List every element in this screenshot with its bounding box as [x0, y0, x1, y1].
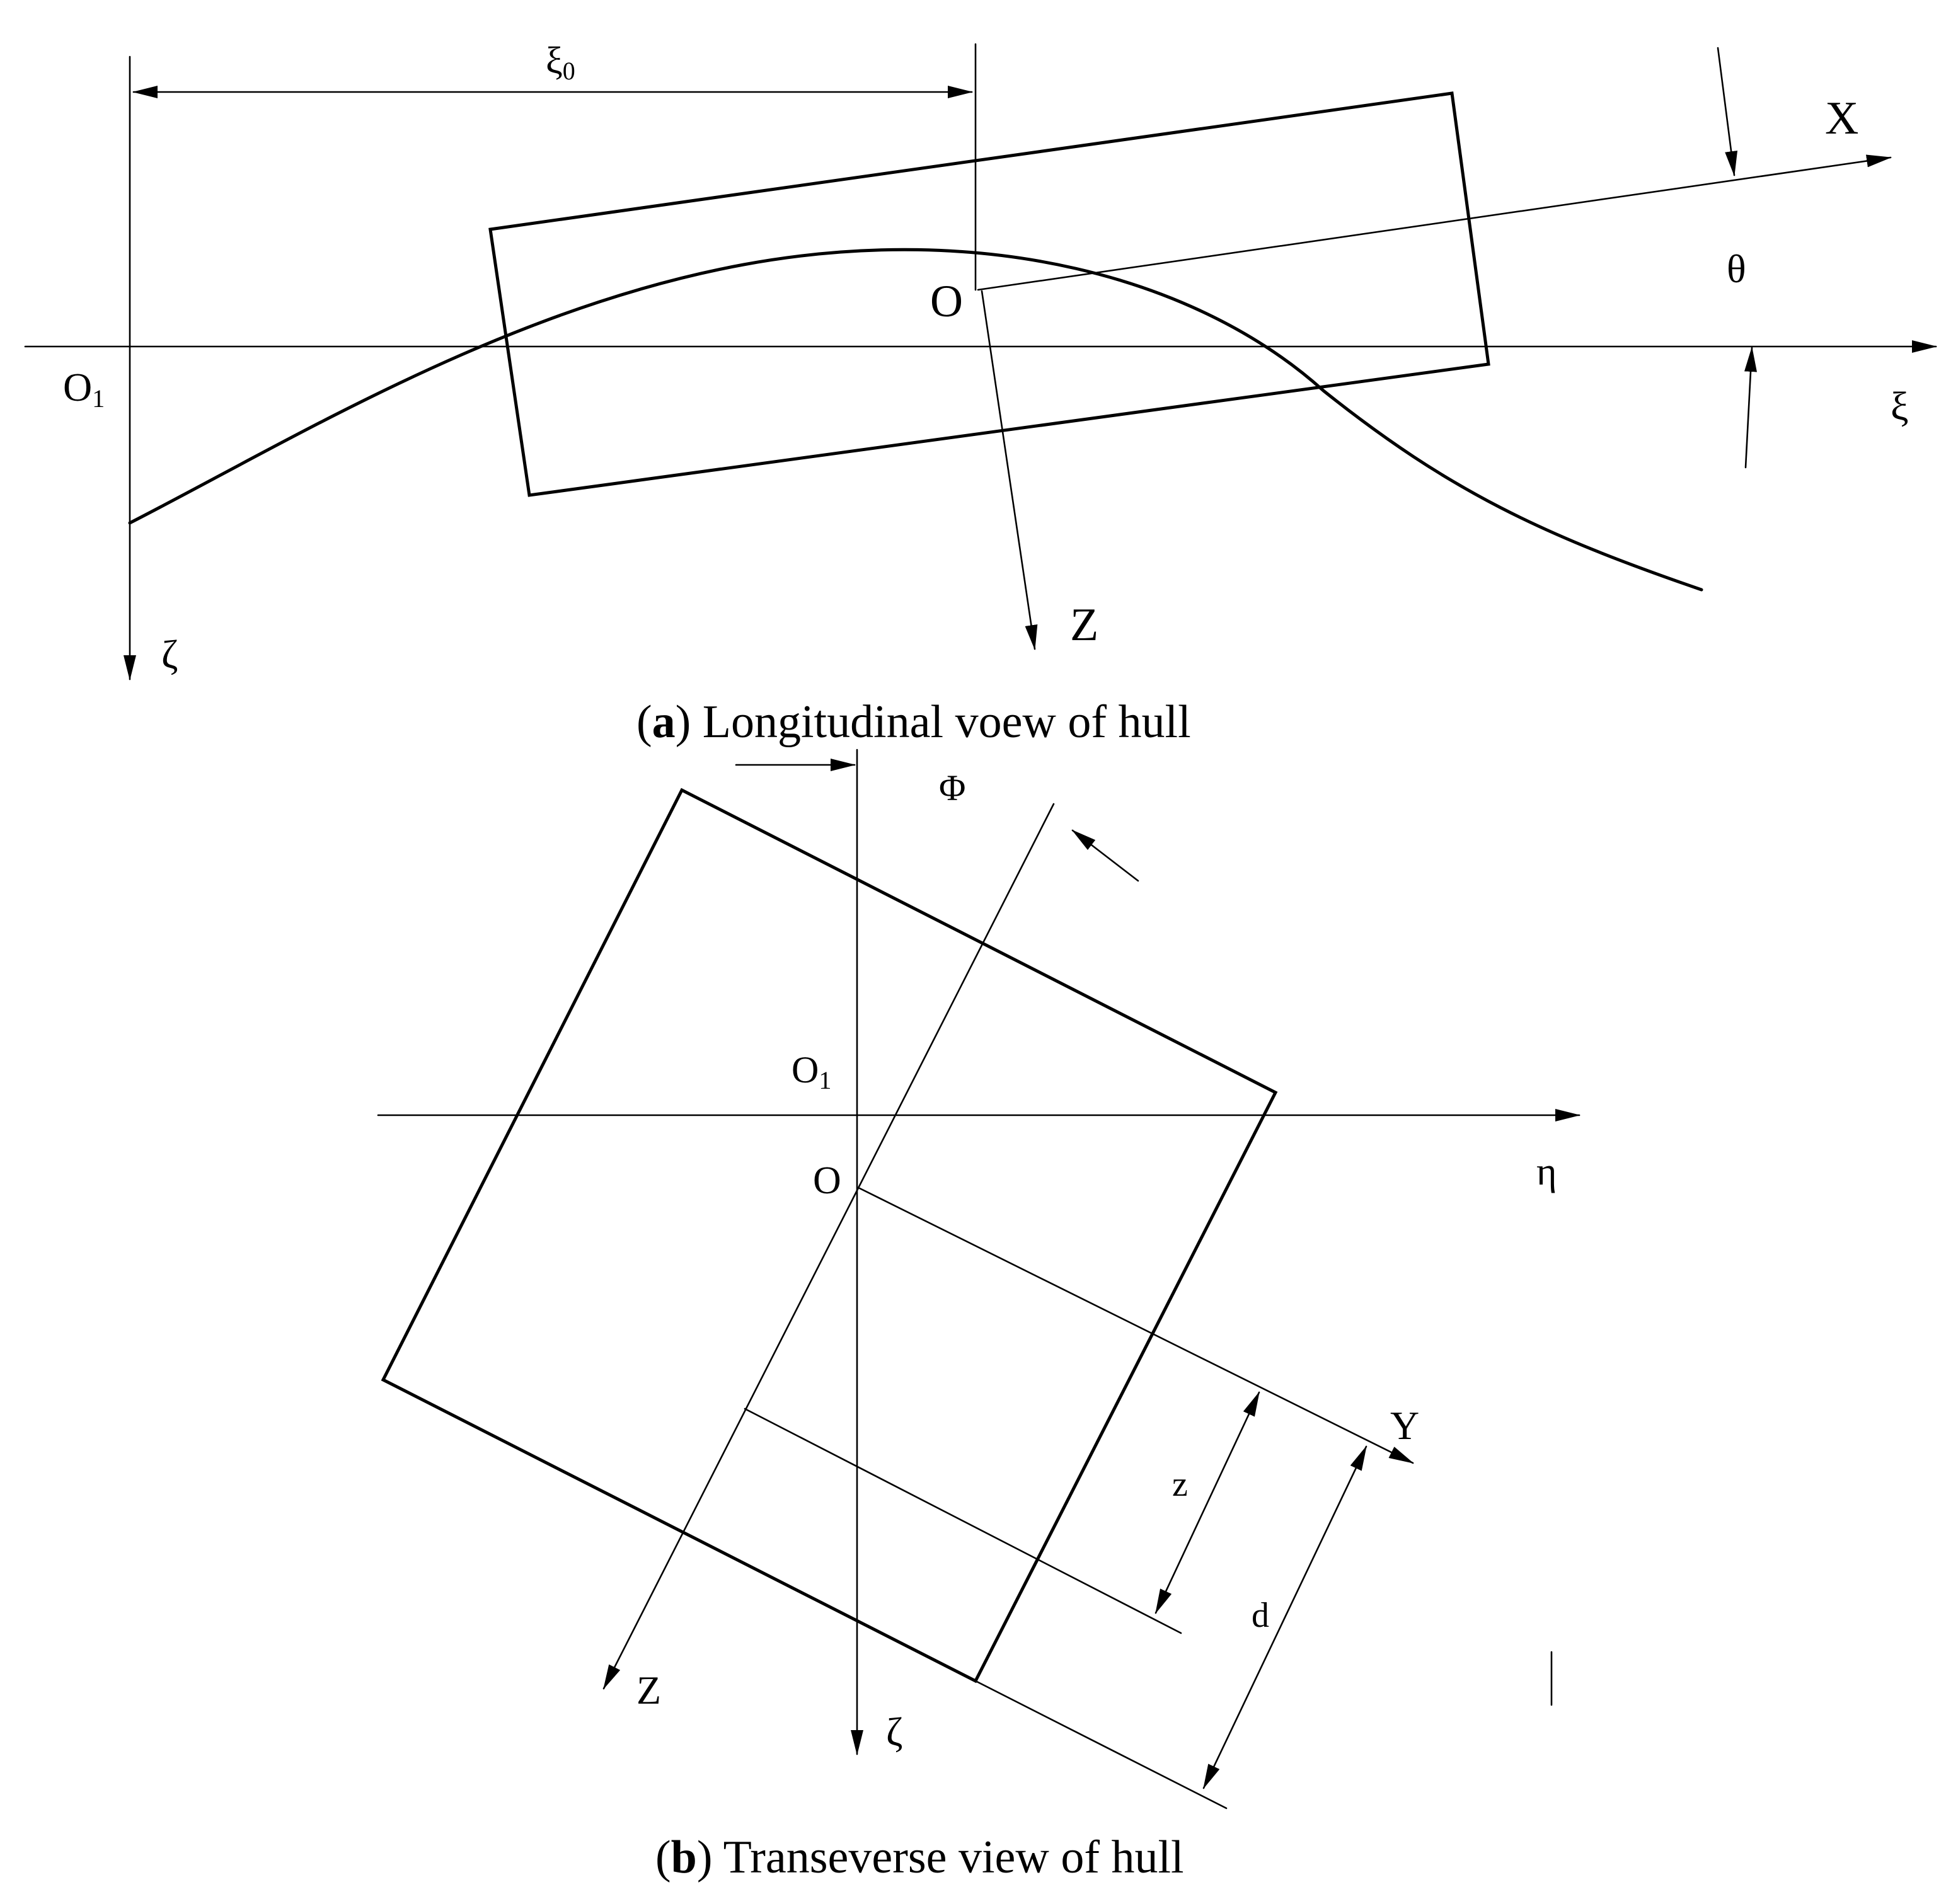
z-axis-b	[602, 803, 1055, 1690]
zeta-axis-label-b: ζ	[886, 1709, 903, 1754]
d-dimension	[1202, 1445, 1367, 1789]
y-axis-label: Y	[1390, 1403, 1419, 1448]
phi-pointer-right	[1071, 829, 1139, 882]
y-axis	[858, 1187, 1414, 1464]
panel-a-longitudinal: ξ0 X θ O O1 ξ ζ Z (a) Longitudinal voew …	[24, 40, 1937, 748]
phi-label: Φ	[939, 767, 965, 808]
x-axis-label: X	[1825, 93, 1858, 144]
z-axis-a	[981, 290, 1038, 650]
zeta-axis-label-a: ζ	[161, 632, 178, 677]
theta-pointer-bottom	[1744, 347, 1757, 469]
xi0-label: ξ0	[546, 40, 575, 85]
origin-o1-label-b: O1	[792, 1049, 831, 1094]
origin-o1-label-a: O1	[63, 365, 105, 413]
panel-b-transverse: Φ O1 O η Y z d Z ζ (b) Transeverse view …	[377, 748, 1580, 1883]
z-axis-label-a: Z	[1070, 599, 1098, 651]
origin-o-label-a: O	[930, 276, 963, 326]
origin-o-label-b: O	[813, 1159, 841, 1202]
z-axis-label-b: Z	[636, 1668, 661, 1712]
z-dimension	[1154, 1391, 1260, 1614]
hull-rectangle-a	[488, 91, 1490, 497]
theta-pointer-top	[1717, 47, 1738, 176]
xi-axis-label: ξ	[1891, 384, 1909, 428]
keel-extension-line	[974, 1680, 1228, 1809]
d-dimension-label: d	[1252, 1596, 1269, 1635]
caption-a: (a) Longitudinal voew of hull	[636, 696, 1191, 748]
z-dimension-label: z	[1172, 1465, 1188, 1504]
depth-z-line	[744, 1408, 1182, 1634]
wave-curve	[128, 248, 1703, 592]
hull-rectangle-b	[381, 788, 1278, 1683]
eta-axis-label: η	[1536, 1150, 1557, 1193]
x-axis	[977, 154, 1892, 291]
theta-label: θ	[1727, 246, 1746, 291]
caption-b: (b) Transeverse view of hull	[655, 1832, 1184, 1883]
